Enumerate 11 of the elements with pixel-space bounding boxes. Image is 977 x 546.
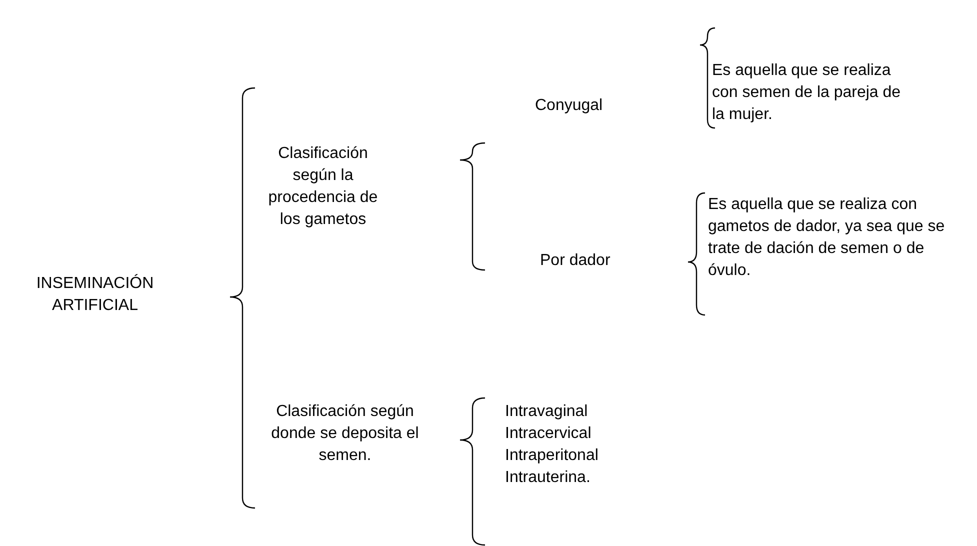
- label-text: Conyugal: [535, 96, 604, 116]
- label-text: Intrauterina.: [505, 468, 592, 488]
- label-text: Clasificación según donde se deposita el semen.: [270, 402, 420, 466]
- label-text: Por dador: [540, 251, 612, 271]
- label-text: Es aquella que se realiza con gametos de dador, ya sea que se trate de dación de semen o de óvulo.: [708, 195, 946, 281]
- label-text: Intraperitonal: [505, 446, 600, 466]
- label-text: Intracervical: [505, 424, 592, 444]
- label-text: Es aquella que se realiza con semen de la pareja de la mujer.: [712, 61, 902, 125]
- label-text: INSEMINACIÓN ARTIFICIAL: [35, 273, 155, 316]
- label-text: Intravaginal: [505, 402, 589, 422]
- label-text: Clasificación según la procedencia de los gametos: [267, 144, 379, 230]
